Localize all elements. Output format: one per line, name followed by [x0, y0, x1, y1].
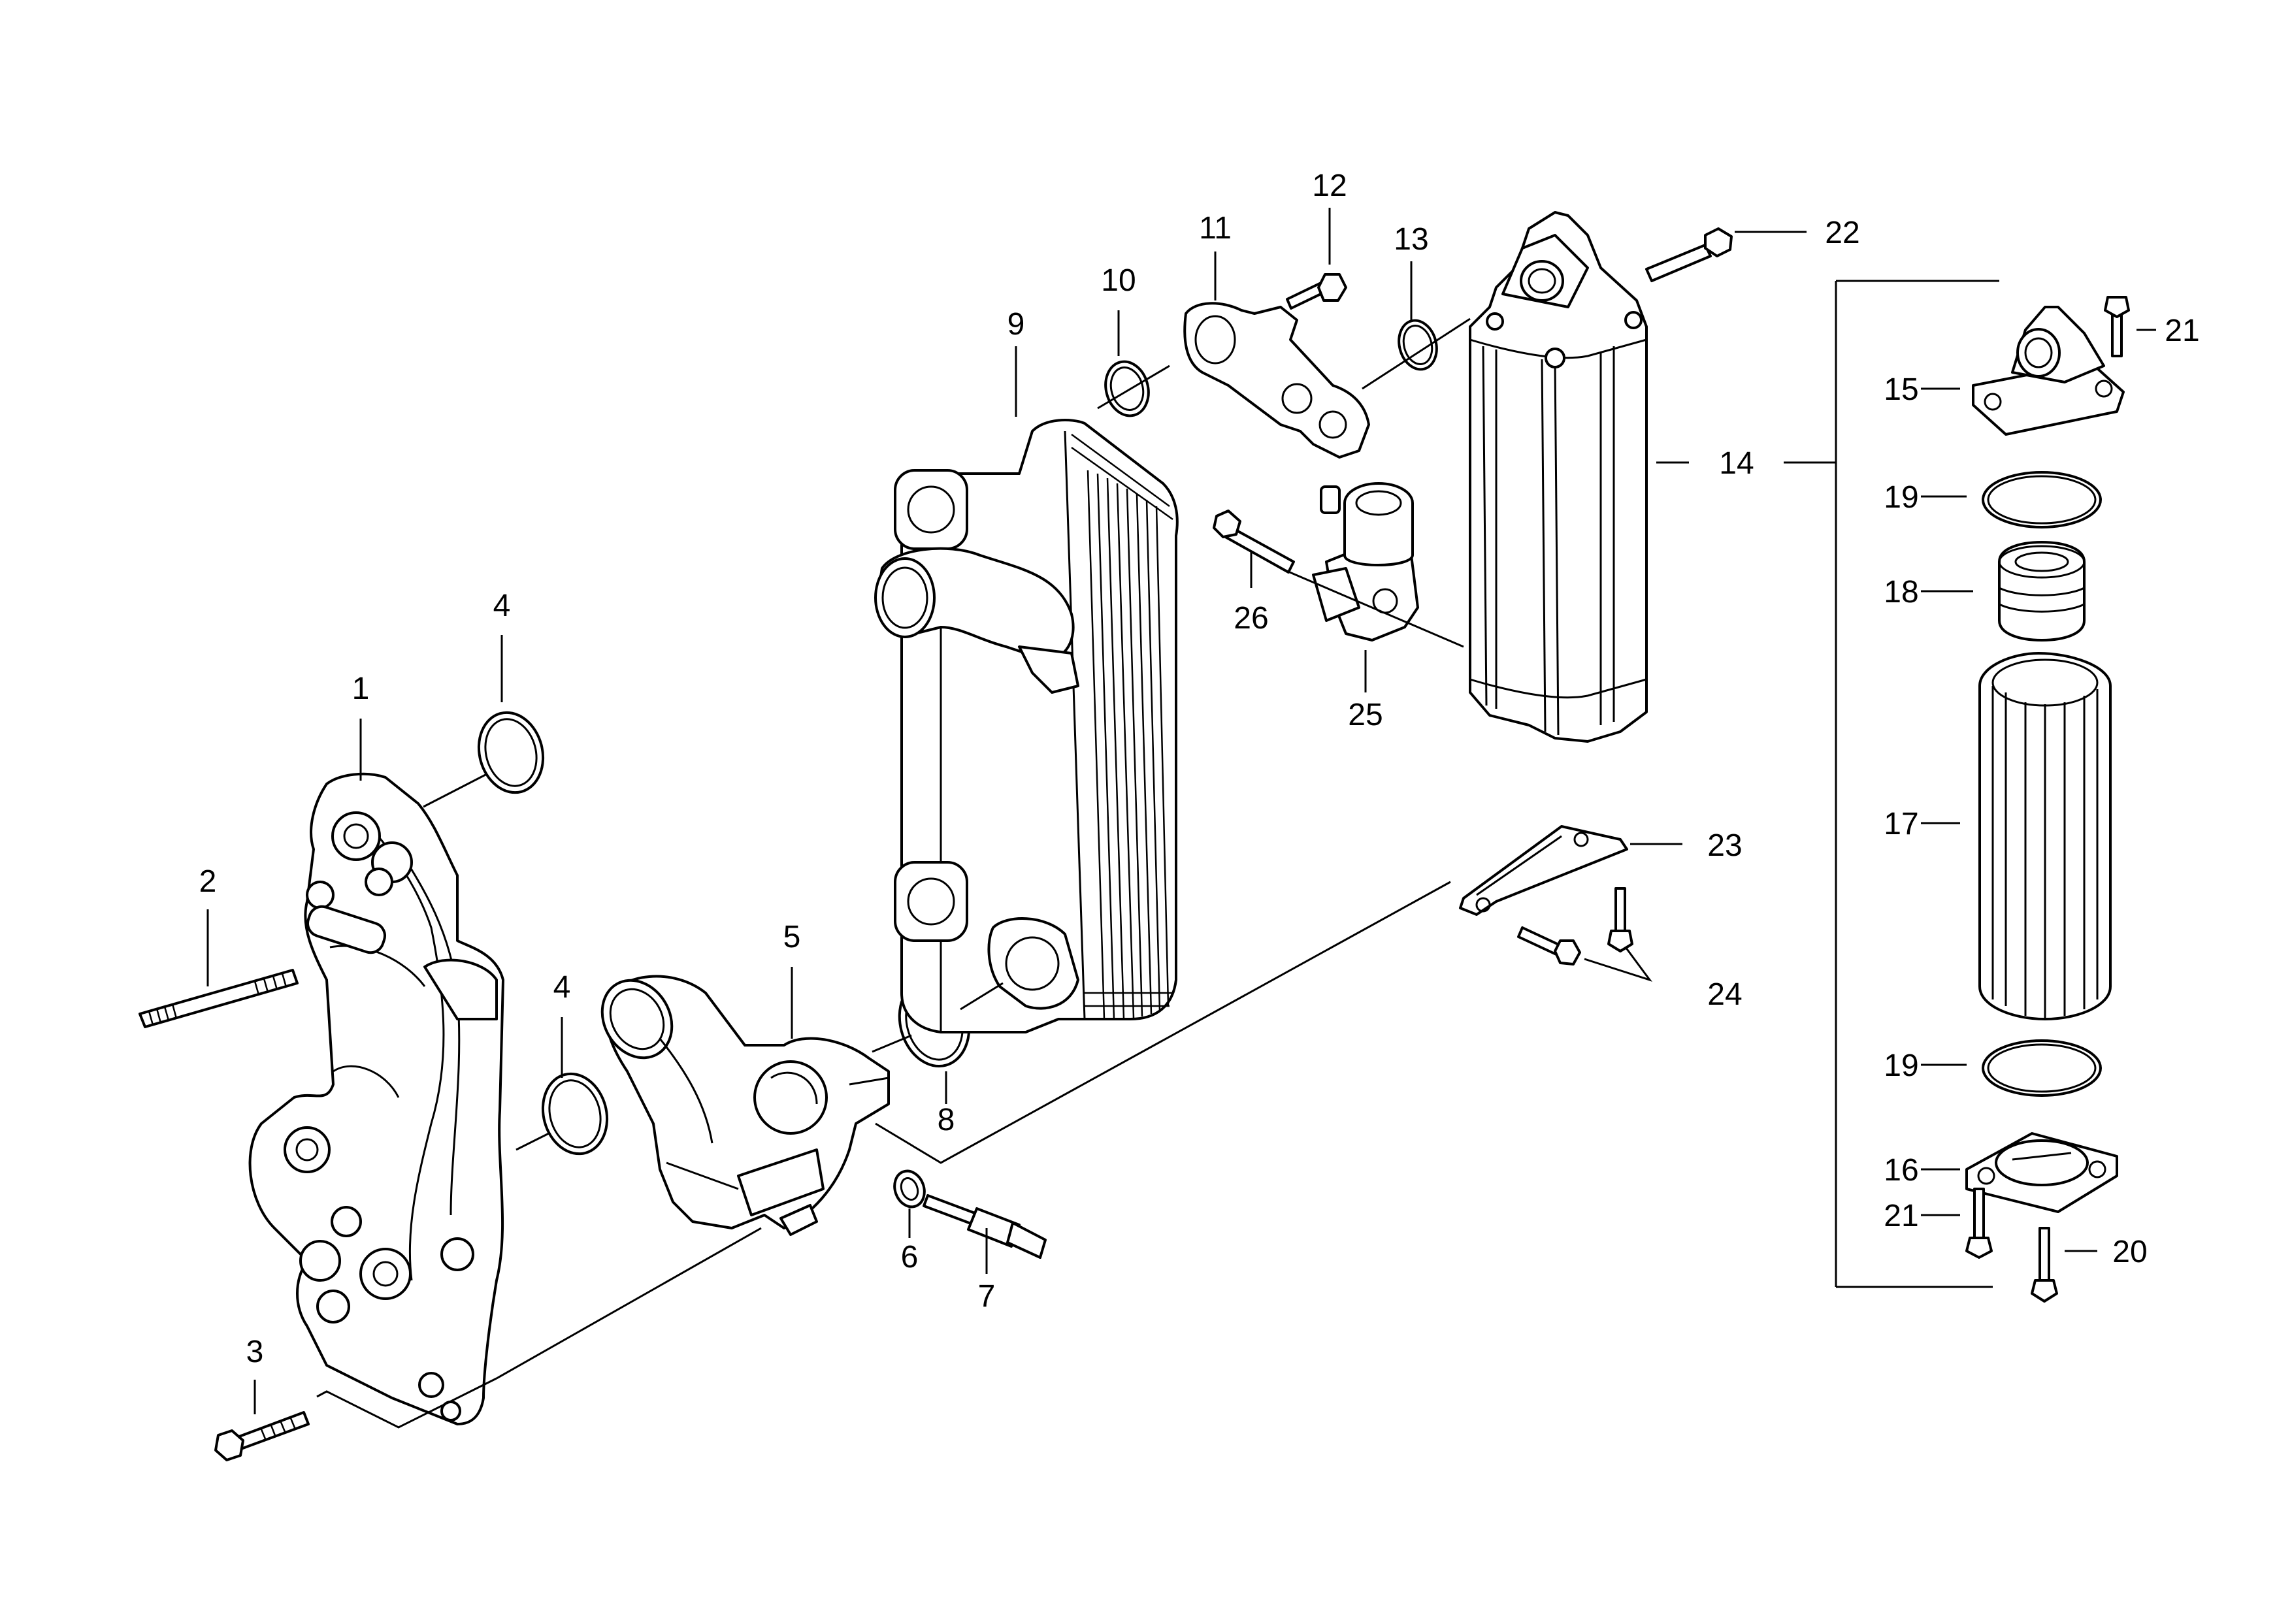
part-18-grommet [1998, 541, 2086, 641]
callout-9: 9 [1007, 307, 1025, 342]
part-5-valve-housing [600, 975, 890, 1236]
callout-25: 25 [1348, 698, 1383, 732]
leader-lines [206, 208, 2156, 1429]
part-24-bolts [1517, 887, 1633, 966]
callout-10: 10 [1101, 263, 1136, 298]
callout-3: 3 [246, 1335, 264, 1369]
callout-7: 7 [978, 1279, 996, 1314]
callout-5: 5 [783, 920, 801, 954]
callout-24: 24 [1707, 977, 1742, 1012]
callout-20: 20 [2112, 1235, 2147, 1269]
callout-17: 17 [1884, 807, 1918, 841]
callout-21-lower: 21 [1884, 1199, 1918, 1233]
callout-1: 1 [352, 672, 370, 706]
callout-19-lower: 19 [1884, 1048, 1918, 1083]
callout-23: 23 [1707, 828, 1742, 863]
callout-21-upper: 21 [2165, 314, 2199, 348]
callout-12: 12 [1312, 169, 1347, 203]
part-16-filter-base [1965, 1132, 2118, 1213]
callout-8: 8 [938, 1103, 955, 1137]
part-17-filter-element [1978, 652, 2112, 1020]
part-19-o-ring-lower [1982, 1039, 2102, 1097]
part-4-o-ring-upper [477, 711, 545, 794]
part-4-o-ring-lower [541, 1072, 609, 1156]
callout-16: 16 [1884, 1153, 1918, 1188]
cooler-fins [1087, 470, 1170, 1020]
callout-11: 11 [1199, 211, 1232, 246]
part-15-filter-head [1972, 306, 2125, 436]
callout-19-upper: 19 [1884, 480, 1918, 515]
part-2-stud [139, 969, 299, 1028]
part-25-valve [1312, 482, 1419, 641]
callout-22: 22 [1825, 216, 1859, 250]
part-10-o-ring [1104, 360, 1150, 417]
callout-18: 18 [1884, 575, 1918, 609]
part-6-seal-ring [893, 1169, 926, 1209]
callout-14: 14 [1719, 446, 1754, 481]
callout-6: 6 [901, 1240, 919, 1275]
callout-4-upper: 4 [493, 589, 511, 623]
part-14-filter-housing [1469, 211, 1648, 743]
callout-labels: 1 2 3 4 4 5 6 7 8 9 10 11 12 13 14 15 16… [199, 169, 2200, 1369]
callout-13: 13 [1394, 222, 1428, 257]
part-22-bolt [1645, 227, 1733, 282]
part-21-bolt-upper [2104, 296, 2130, 357]
part-26-bolt [1213, 510, 1295, 574]
part-3-bolt [214, 1411, 310, 1461]
part-1-housing [248, 772, 504, 1425]
part-23-bracket [1459, 825, 1628, 916]
part-19-o-ring-upper [1982, 471, 2102, 528]
part-9-plate-heat-exchanger [874, 419, 1179, 1033]
callout-4-lower: 4 [553, 970, 571, 1005]
part-21-bolt-lower [1965, 1188, 1993, 1259]
part-20-bolt [2031, 1227, 2058, 1303]
callout-26: 26 [1234, 601, 1268, 636]
callout-2: 2 [199, 864, 217, 899]
part-12-bolt [1286, 273, 1347, 310]
callout-15: 15 [1884, 372, 1918, 407]
part-11-pipe-flange [1183, 302, 1370, 459]
part-13-o-ring [1398, 319, 1438, 371]
part-7-sensor [923, 1194, 1047, 1259]
